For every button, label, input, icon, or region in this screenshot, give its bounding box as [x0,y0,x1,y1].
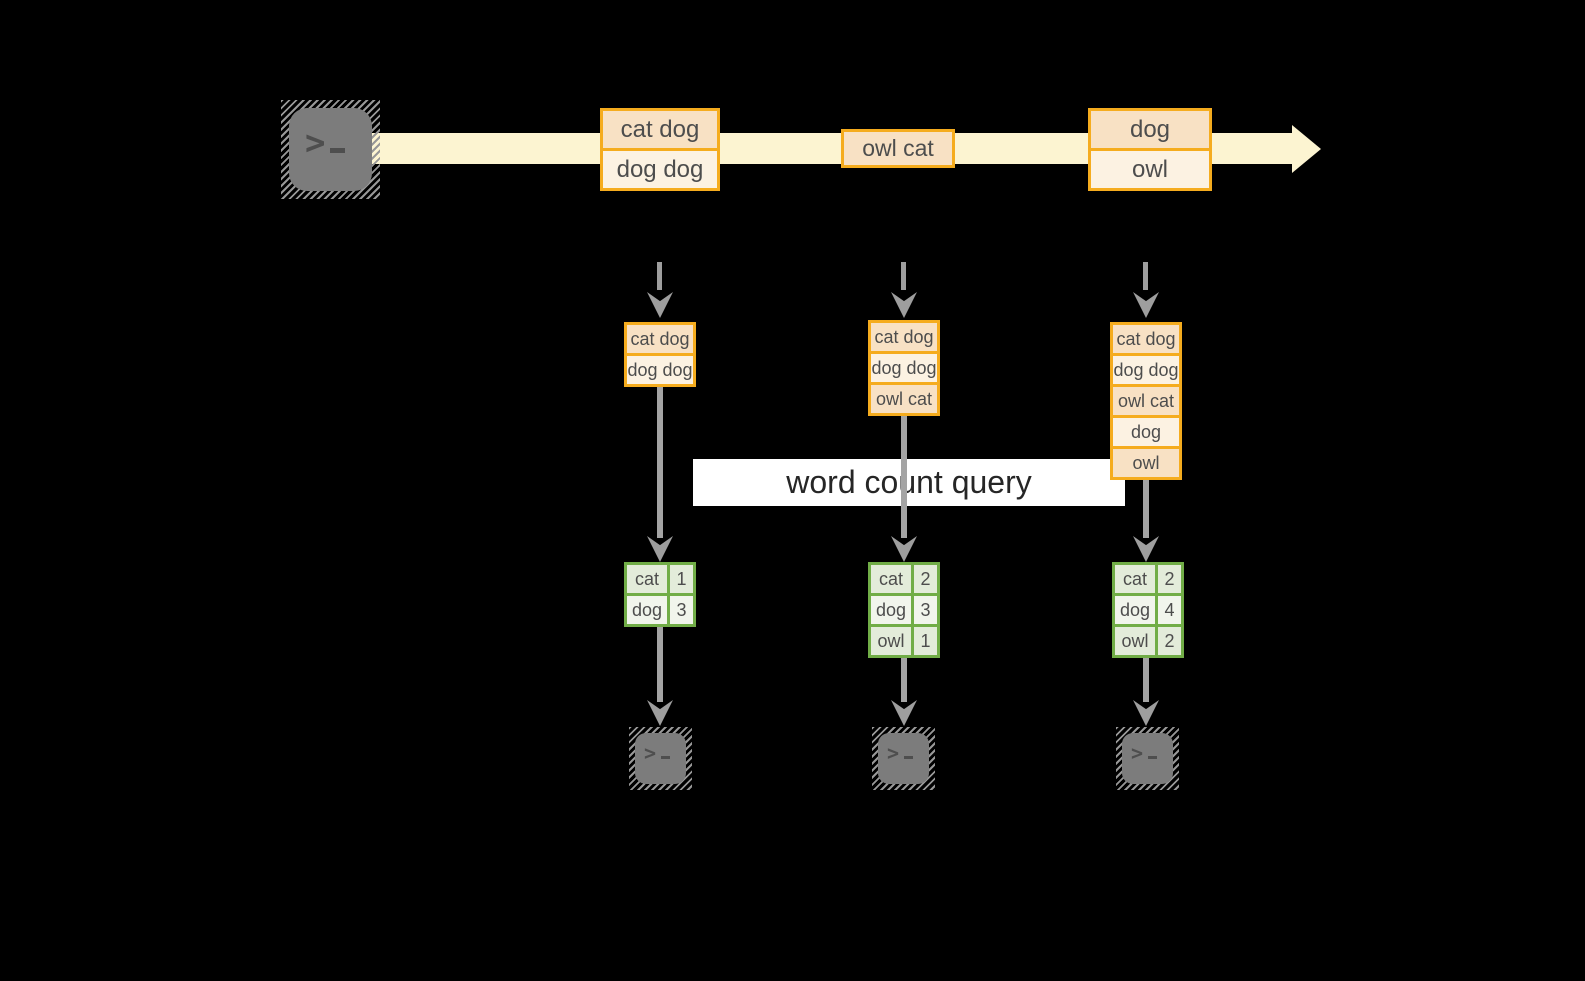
count-value: 3 [914,596,937,624]
count-table-t1: cat 1 dog 3 [624,562,696,627]
buffered-record: cat dog [1113,325,1179,353]
terminal-screen: > [635,733,686,784]
stream-message-group-2: owl cat [841,129,955,168]
terminal-prompt-icon: > [305,126,346,160]
buffered-record: dog [1113,418,1179,446]
flow-line [1143,480,1149,538]
stream-message: dog [1091,111,1209,148]
count-value: 2 [914,565,937,593]
buffered-record: owl [1113,449,1179,477]
consumer-terminal-icon-t3: > [1116,727,1179,790]
terminal-screen: > [289,108,372,191]
buffered-record: owl cat [871,385,937,413]
flow-line [1143,658,1149,702]
count-table-t3: cat 2 dog 4 owl 2 [1112,562,1184,658]
buffered-record: dog dog [871,354,937,382]
dashed-arrow-line [1143,262,1148,290]
terminal-prompt-icon: > [1131,743,1158,763]
query-banner-label: word count query [786,464,1032,500]
stream-message: cat dog [603,111,717,148]
count-word: dog [627,596,667,624]
count-value: 3 [670,596,693,624]
count-word: owl [871,627,911,655]
down-arrowhead-icon [1133,700,1159,726]
buffered-record: cat dog [871,323,937,351]
record-buffer-t1: cat dog dog dog [624,322,696,387]
down-arrowhead-icon [647,292,673,318]
consumer-terminal-icon-t1: > [629,727,692,790]
stream-message-group-1: cat dog dog dog [600,108,720,191]
count-value: 2 [1158,565,1181,593]
terminal-prompt-icon: > [644,743,671,763]
down-arrowhead-icon [1133,292,1159,318]
count-word: cat [627,565,667,593]
buffered-record: cat dog [627,325,693,353]
count-word: owl [1115,627,1155,655]
count-value: 1 [914,627,937,655]
down-arrowhead-icon [891,700,917,726]
down-arrowhead-icon [891,536,917,562]
count-value: 2 [1158,627,1181,655]
dashed-arrow-line [901,262,906,290]
count-word: dog [871,596,911,624]
count-word: dog [1115,596,1155,624]
count-table-t2: cat 2 dog 3 owl 1 [868,562,940,658]
flow-line [657,627,663,702]
count-value: 1 [670,565,693,593]
count-word: cat [1115,565,1155,593]
flow-line [901,658,907,702]
buffered-record: owl cat [1113,387,1179,415]
stream-message: owl cat [844,132,952,165]
flow-line [657,387,663,538]
down-arrowhead-icon [647,700,673,726]
terminal-screen: > [1122,733,1173,784]
count-value: 4 [1158,596,1181,624]
flow-line [901,416,907,538]
producer-terminal-icon: > [281,100,380,199]
query-banner: word count query [693,459,1125,506]
dashed-arrow-line [657,262,662,290]
down-arrowhead-icon [891,292,917,318]
record-buffer-t3: cat dog dog dog owl cat dog owl [1110,322,1182,480]
stream-message: dog dog [603,151,717,188]
down-arrowhead-icon [1133,536,1159,562]
stream-timeline-arrowhead-icon [1292,125,1321,173]
buffered-record: dog dog [1113,356,1179,384]
record-buffer-t2: cat dog dog dog owl cat [868,320,940,416]
terminal-screen: > [878,733,929,784]
stream-message-group-3: dog owl [1088,108,1212,191]
buffered-record: dog dog [627,356,693,384]
down-arrowhead-icon [647,536,673,562]
count-word: cat [871,565,911,593]
stream-message: owl [1091,151,1209,188]
terminal-prompt-icon: > [887,743,914,763]
consumer-terminal-icon-t2: > [872,727,935,790]
